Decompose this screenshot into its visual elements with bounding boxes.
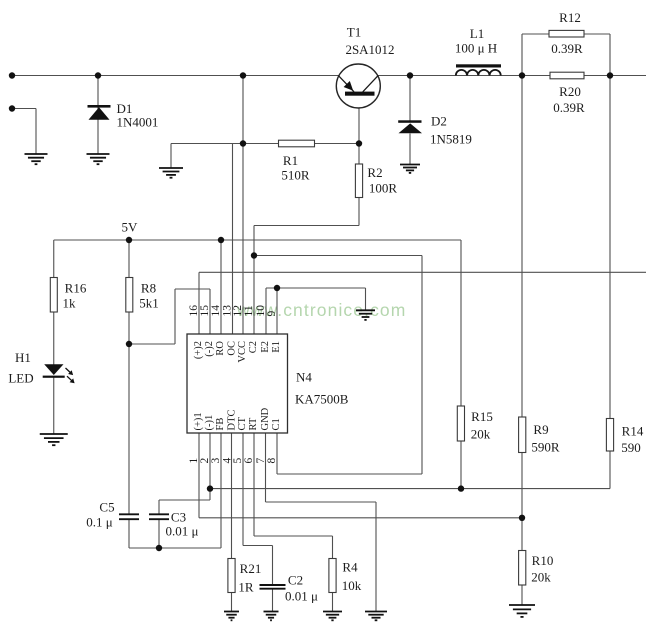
svg-text:R9: R9 [533,422,548,437]
svg-text:20k: 20k [471,427,491,442]
svg-text:KA7500B: KA7500B [295,392,349,407]
svg-text:5V: 5V [122,220,139,235]
svg-text:0.1 μ: 0.1 μ [86,515,113,530]
svg-text:C3: C3 [171,510,186,525]
svg-text:C2: C2 [248,341,259,353]
svg-text:R20: R20 [559,84,581,99]
svg-text:GND: GND [260,407,271,430]
svg-text:1k: 1k [63,296,77,311]
svg-text:E2: E2 [260,341,271,353]
svg-text:10: 10 [255,305,267,317]
svg-text:E1: E1 [271,341,282,353]
svg-text:1R: 1R [238,580,254,595]
svg-text:R16: R16 [65,281,87,296]
svg-text:14: 14 [210,305,222,317]
svg-text:15: 15 [199,305,211,317]
svg-text:13: 13 [221,305,233,317]
svg-text:H1: H1 [15,350,31,365]
svg-text:2SA1012: 2SA1012 [345,42,394,57]
svg-text:100R: 100R [369,181,398,196]
svg-text:16: 16 [188,305,200,317]
svg-text:RT: RT [248,417,259,430]
svg-text:590: 590 [621,440,641,455]
svg-text:VCC: VCC [237,341,248,363]
svg-text:4: 4 [221,458,233,464]
svg-text:R2: R2 [367,165,382,180]
svg-text:0.01 μ: 0.01 μ [166,524,199,539]
svg-text:CT: CT [237,416,248,430]
svg-text:R1: R1 [283,153,298,168]
svg-text:R14: R14 [622,424,644,439]
svg-text:3: 3 [210,458,222,464]
svg-text:(-)1: (-)1 [204,415,215,431]
svg-text:9: 9 [266,311,278,317]
svg-text:5: 5 [232,458,244,464]
svg-text:0.01 μ: 0.01 μ [285,589,318,604]
svg-text:(+)1: (+)1 [193,412,204,430]
svg-text:T1: T1 [347,25,361,40]
svg-text:(+)2: (+)2 [193,341,204,359]
svg-text:0.39R: 0.39R [551,41,583,56]
svg-text:C2: C2 [288,573,303,588]
svg-text:(-)2: (-)2 [204,341,215,357]
svg-text:R15: R15 [471,409,493,424]
svg-text:R4: R4 [342,560,358,575]
svg-text:LED: LED [8,371,33,386]
svg-text:11: 11 [243,305,255,316]
svg-text:510R: 510R [281,168,310,183]
svg-text:RO: RO [215,341,226,356]
svg-text:www.cntronice.com: www.cntronice.com [236,300,406,320]
svg-text:R21: R21 [240,561,262,576]
svg-text:N4: N4 [296,370,312,385]
svg-text:12: 12 [232,305,244,317]
svg-text:D2: D2 [431,114,447,129]
svg-text:8: 8 [266,458,278,464]
svg-text:2: 2 [199,458,211,464]
svg-text:590R: 590R [531,440,560,455]
svg-text:R10: R10 [532,553,554,568]
svg-text:R12: R12 [559,10,581,25]
svg-text:FB: FB [215,418,226,431]
svg-text:20k: 20k [531,570,551,585]
svg-text:OC: OC [227,341,238,356]
svg-text:1N5819: 1N5819 [430,132,472,147]
svg-text:C1: C1 [271,418,282,430]
svg-text:1: 1 [188,458,200,464]
svg-text:7: 7 [255,458,267,464]
svg-text:5k1: 5k1 [139,296,159,311]
svg-text:D1: D1 [117,101,133,116]
svg-text:6: 6 [243,458,255,464]
svg-text:0.39R: 0.39R [553,100,585,115]
svg-text:1N4001: 1N4001 [117,115,159,130]
svg-text:10k: 10k [342,578,362,593]
svg-text:L1: L1 [470,26,484,41]
svg-text:100 μ H: 100 μ H [455,41,497,56]
svg-text:C5: C5 [99,500,114,515]
svg-text:R8: R8 [141,281,156,296]
svg-text:DTC: DTC [227,410,238,431]
